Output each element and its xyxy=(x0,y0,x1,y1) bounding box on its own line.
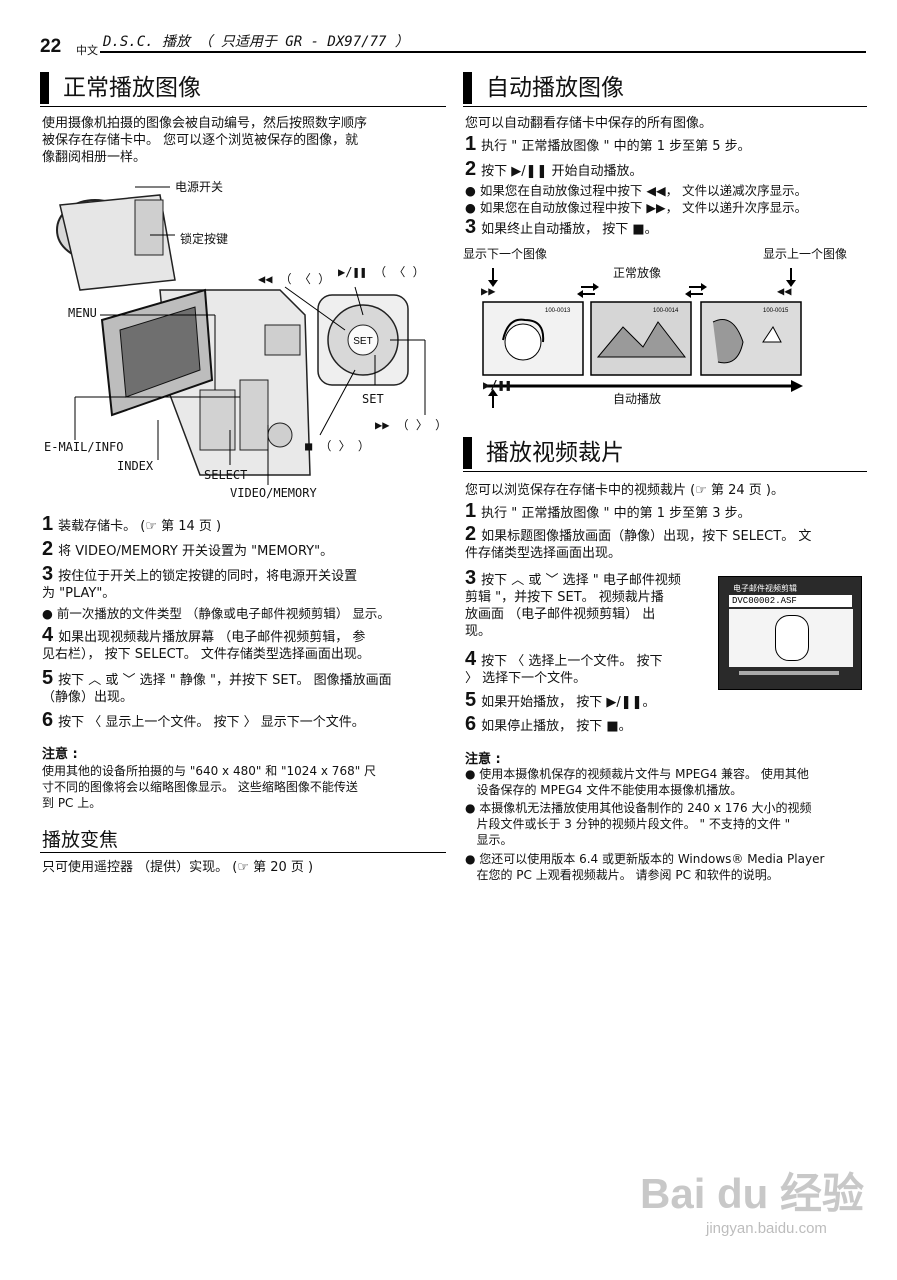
page-number: 22 xyxy=(40,36,62,57)
auto-bullet-1: ● 如果您在自动放像过程中按下 ◀◀， 文件以递减次序显示。 xyxy=(465,183,808,198)
header-rule xyxy=(100,51,866,53)
camcorder-illustration: SET xyxy=(56,186,426,485)
label-normal-playback: 正常放像 xyxy=(613,266,662,280)
clip-intro: 您可以浏览保存在存储卡中的视频裁片 (☞ 第 24 页 )。 xyxy=(465,483,785,498)
label-select: SELECT xyxy=(204,468,248,482)
clip-note-2: ● 本摄像机无法播放使用其他设备制作的 240 x 176 大小的视频 片段文件… xyxy=(465,801,812,847)
frame-3-file: 100-0015 xyxy=(763,308,789,314)
section-rule xyxy=(40,852,446,853)
auto-playback-diagram: 100-0013 100-0014 100-0015 xyxy=(482,268,803,408)
rew-symbol: ◀◀ xyxy=(777,284,792,298)
page-header-title: D.S.C. 播放 （ 只适用于 GR - DX97/77 ） xyxy=(103,34,409,50)
bullet-previous-file-type: ● 前一次播放的文件类型 （静像或电子邮件视频剪辑） 显示。 xyxy=(42,606,390,621)
set-button-label: SET xyxy=(353,336,372,347)
frame-2-file: 100-0014 xyxy=(653,308,679,314)
play-pause-symbol: ▶/❚❚ xyxy=(483,378,512,392)
section-rule xyxy=(463,106,867,107)
section-rule xyxy=(40,106,446,107)
note-text: 使用其他的设备所拍摄的与 "640 x 480" 和 "1024 x 768" … xyxy=(42,764,377,810)
label-index: INDEX xyxy=(117,459,154,473)
language-label: 中文 xyxy=(76,44,98,57)
label-menu: MENU xyxy=(68,306,97,320)
clip-note-3: ● 您还可以使用版本 6.4 或更新版本的 Windows® Media Pla… xyxy=(465,852,825,882)
section-title-normal-playback: 正常播放图像 xyxy=(40,72,201,104)
screen-file-name: DVC00002.ASF xyxy=(729,595,852,607)
label-show-previous-image: 显示上一个图像 xyxy=(763,247,848,261)
label-lock-button: 锁定按键 xyxy=(180,232,229,246)
intro-paragraph: 使用摄像机拍摄的图像会被自动编号，然后按照数字顺序 被保存在存储卡中。 您可以逐… xyxy=(42,116,368,165)
label-show-next-image: 显示下一个图像 xyxy=(463,247,548,261)
auto-intro: 您可以自动翻看存储卡中保存的所有图像。 xyxy=(465,116,713,131)
clip-note-title: 注意 : xyxy=(465,752,501,767)
ff-symbol: ▶▶ xyxy=(481,284,496,298)
section-title-video-clip-playback: 播放视频裁片 xyxy=(463,437,624,469)
screen-title: 电子邮件视频剪辑 xyxy=(733,584,797,593)
label-rewind: ◀◀ （ 〈 ） xyxy=(258,272,331,286)
section-title-auto-playback: 自动播放图像 xyxy=(463,72,624,104)
clip-note-1: ● 使用本摄像机保存的视频裁片文件与 MPEG4 兼容。 使用其他 设备保存的 … xyxy=(465,767,809,797)
label-video-memory: VIDEO/MEMORY xyxy=(230,486,317,500)
label-email-info: E-MAIL/INFO xyxy=(44,440,124,454)
baidu-watermark-url: jingyan.baidu.com xyxy=(706,1220,827,1237)
section-rule xyxy=(463,471,867,472)
screen-thumbnail xyxy=(729,609,853,667)
auto-bullet-2: ● 如果您在自动放像过程中按下 ▶▶， 文件以递升次序显示。 xyxy=(465,200,808,215)
baidu-watermark-logo: Bai du 经验 xyxy=(640,1170,865,1217)
playback-zoom-text: 只可使用遥控器 （提供）实现。 (☞ 第 20 页 ) xyxy=(42,860,314,875)
label-power-switch: 电源开关 xyxy=(175,180,224,194)
label-play-pause: ▶/❚❚ （ 〈 ） xyxy=(338,265,425,279)
video-clip-screen: 电子邮件视频剪辑 DVC00002.ASF xyxy=(718,576,862,690)
note-title: 注意 : xyxy=(42,747,78,762)
frame-1-file: 100-0013 xyxy=(545,308,571,314)
section-title-playback-zoom: 播放变焦 xyxy=(42,829,119,851)
label-stop: ■ （ 〉 ） xyxy=(305,439,370,453)
label-set: SET xyxy=(362,392,384,406)
label-fast-forward: ▶▶ （ 〉 ） xyxy=(375,418,448,432)
label-auto-playback: 自动播放 xyxy=(613,392,662,406)
